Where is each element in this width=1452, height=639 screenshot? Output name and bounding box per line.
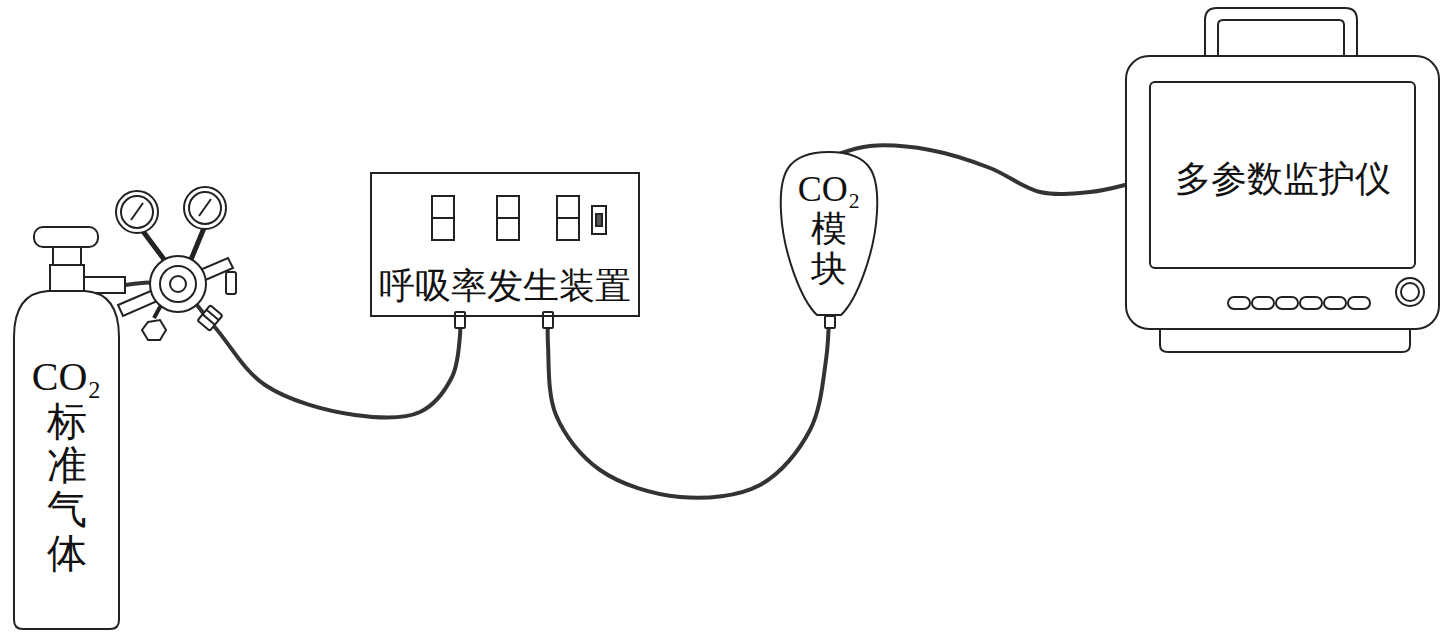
patient-monitor: 多参数监护仪 xyxy=(1125,55,1440,330)
gas-formula: CO₂ xyxy=(32,353,102,400)
monitor-label: 多参数监护仪 xyxy=(1175,155,1391,204)
gas-hose xyxy=(839,145,1125,194)
gas-formula: CO₂ xyxy=(798,168,861,210)
gas-cylinder: CO₂标准气体 xyxy=(8,225,125,632)
pressure-regulator xyxy=(116,187,236,340)
co2-module: CO₂模块 xyxy=(777,150,881,318)
cylinder-label: 标准气体 xyxy=(47,400,87,576)
device-label: 呼吸率发生装置 xyxy=(379,262,631,311)
generator-box: 呼吸率发生装置 xyxy=(370,172,640,317)
gas-hose xyxy=(548,314,829,498)
generator-panel xyxy=(432,196,835,328)
module-label: 模块 xyxy=(811,210,847,289)
monitor-body xyxy=(1150,8,1424,352)
